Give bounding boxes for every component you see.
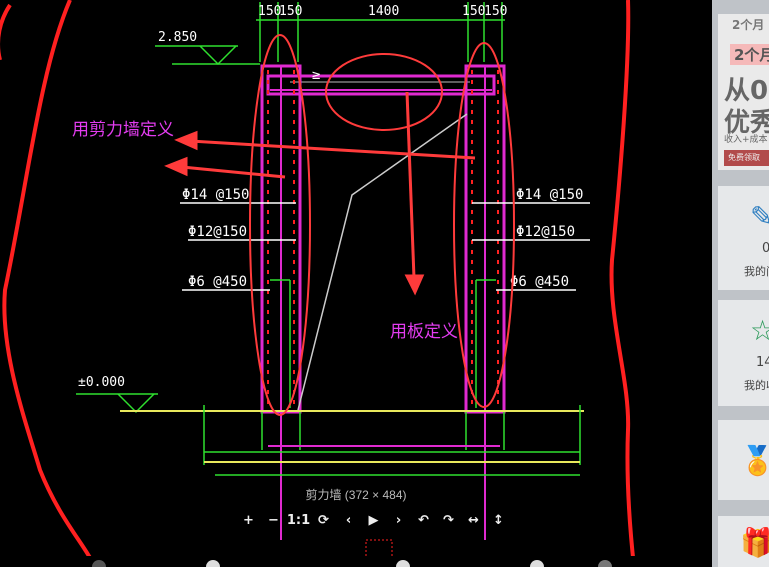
left-edge-contour [0,3,12,60]
promo-badge: 2个月 [730,44,769,65]
gift-card[interactable]: 🎁 [718,516,769,567]
questions-count: 0 [762,241,769,256]
actual-size-button[interactable]: 1:1 [286,512,311,528]
rotate-left-button[interactable]: ↶ [418,512,429,528]
dim-label-5: 150 [484,4,507,19]
next-button[interactable]: › [395,512,402,528]
right-contour-line [609,0,636,567]
promo-button[interactable]: 免费领取 [724,150,769,166]
thumbnail-2[interactable] [206,560,220,567]
slab-markup-ellipse [325,53,443,131]
cad-drawing: 150 150 1400 150 150 2.850 ≥ [0,0,636,567]
markup-arrows [164,91,476,296]
foundation [203,405,581,476]
star-icon: ☆ [750,314,769,347]
left-rebar-label-3: Φ6 @450 [188,274,247,290]
left-contour-line [2,0,97,567]
promo-banner[interactable]: 2个月 2个月 从0到 优秀 收入+成本 免费领取 [718,14,769,170]
right-rebar-label-3: Φ6 @450 [510,274,569,290]
medals-card[interactable]: 🏅 [718,420,769,500]
rotate-button[interactable]: ⟳ [318,512,329,528]
left-rebar-label-1: Φ14 @150 [182,187,249,203]
dim-label-2: 150 [279,4,302,19]
annotation-shear-wall: 用剪力墙定义 [72,120,174,140]
elevation-top: 2.850 [158,30,197,45]
edit-icon: ✎ [750,200,769,233]
my-questions-card[interactable]: ✎ 0 我的问 [718,186,769,290]
rotate-right-button[interactable]: ↷ [443,512,454,528]
viewer-toolbar: + − 1:1 ⟳ ‹ ▶ › ↶ ↷ ↔ ↕ [238,510,509,530]
thumbnail-1[interactable] [92,560,106,567]
elevation-bottom-marker [117,393,155,414]
thumbnail-3[interactable] [396,560,410,567]
thumbnail-strip [0,556,712,567]
thumbnail-4[interactable] [530,560,544,567]
flip-horizontal-button[interactable]: ↔ [468,512,479,528]
left-rebar-label-2: Φ12@150 [188,224,247,240]
gift-icon: 🎁 [740,526,769,559]
right-wall [464,64,506,540]
flip-vertical-button[interactable]: ↕ [493,512,504,528]
elevation-bottom: ±0.000 [78,375,125,390]
promo-top-text: 2个月 [732,18,765,32]
image-caption: 剪力墙 (372 × 484) [305,488,407,502]
promo-headline-1: 从0到 [724,76,769,106]
zoom-in-button[interactable]: + [243,512,254,528]
interior-fill-line [297,113,468,411]
play-button[interactable]: ▶ [368,512,379,528]
favorites-label: 我的收 [744,379,769,392]
right-rebar-label-2: Φ12@150 [516,224,575,240]
right-wall-markup-ellipse [453,42,515,408]
top-slab [266,74,496,96]
promo-subtitle: 收入+成本 [724,135,768,145]
previous-button[interactable]: ‹ [345,512,352,528]
my-favorites-card[interactable]: ☆ 147 我的收 [718,300,769,406]
dim-label-1: 150 [258,4,281,19]
dim-label-4: 150 [462,4,485,19]
promo-headline-2: 优秀 [724,108,769,138]
favorites-count: 147 [756,355,769,370]
zoom-out-button[interactable]: − [268,512,279,528]
left-wall-markup-ellipse [249,34,311,416]
dim-label-3: 1400 [368,4,399,19]
right-sidebar: 2个月 2个月 从0到 优秀 收入+成本 免费领取 ✎ 0 我的问 ☆ 147 … [712,0,769,567]
annotation-slab: 用板定义 [390,322,458,342]
left-wall [260,64,302,540]
medal-icon: 🏅 [740,444,769,477]
questions-label: 我的问 [744,265,769,278]
right-rebar-label-1: Φ14 @150 [516,187,583,203]
elevation-top-marker [199,45,237,66]
top-dim-ticks [259,2,503,62]
thumbnail-5[interactable] [598,560,612,567]
image-viewer: 150 150 1400 150 150 2.850 ≥ [0,0,712,567]
slab-marker: ≥ [312,67,320,83]
